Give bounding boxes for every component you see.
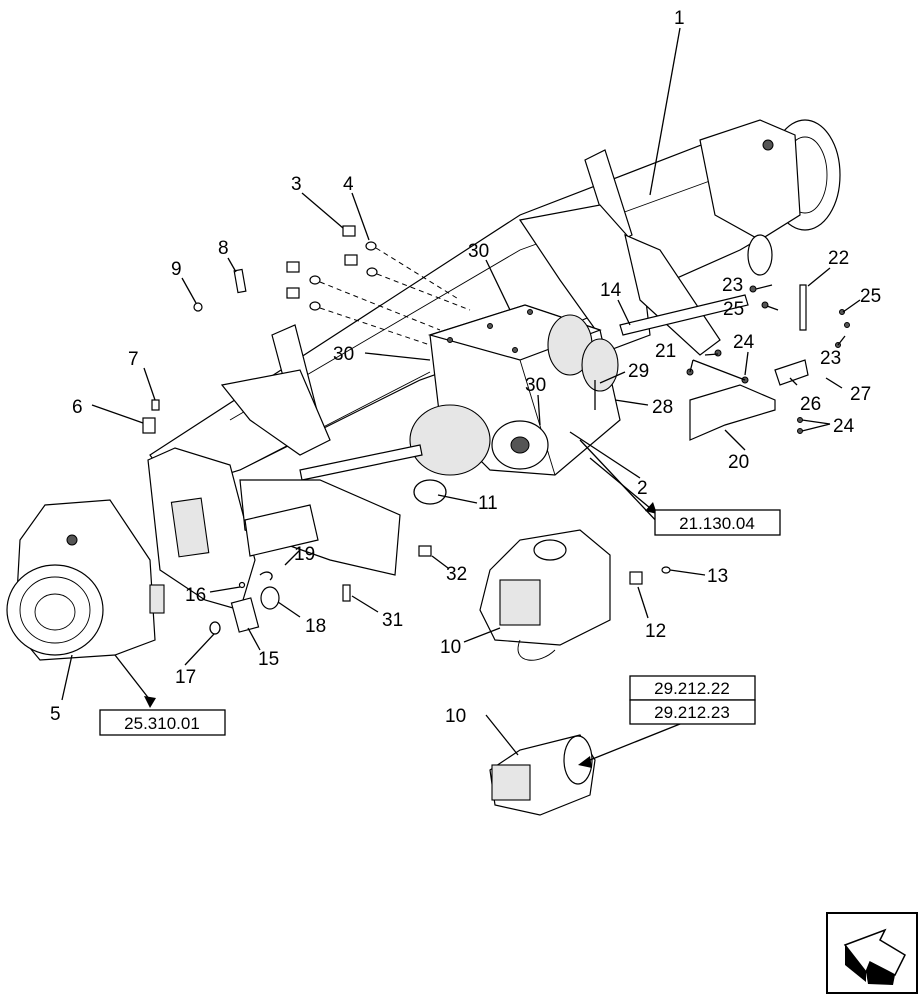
ref-label: 21.130.04 <box>679 514 755 533</box>
callout-14: 14 <box>600 280 622 301</box>
callout-12: 12 <box>645 621 666 642</box>
callout-29: 29 <box>628 361 649 382</box>
left-mounting-plate <box>147 447 401 611</box>
callout-10-upper: 10 <box>440 637 461 658</box>
callout-16: 16 <box>185 585 206 606</box>
callout-31: 31 <box>382 610 403 631</box>
callout-26: 26 <box>800 394 821 415</box>
transmission-gearbox <box>299 304 621 481</box>
callout-2: 2 <box>637 478 648 499</box>
callout-30-mid: 30 <box>525 375 546 396</box>
ref-box-29-212-22[interactable]: 29.212.22 <box>629 675 756 701</box>
callout-24-lower: 24 <box>833 416 855 437</box>
callout-9: 9 <box>171 259 182 280</box>
ref-label: 25.310.01 <box>124 714 200 733</box>
ref-box-29-212-23[interactable]: 29.212.23 <box>629 699 756 725</box>
callout-25-upper: 25 <box>723 299 744 320</box>
callout-30-left: 30 <box>333 344 354 365</box>
callout-17: 17 <box>175 667 196 688</box>
callout-11: 11 <box>478 493 498 514</box>
callout-5: 5 <box>50 704 61 725</box>
callout-7: 7 <box>128 349 139 370</box>
callout-23-lower: 23 <box>820 348 841 369</box>
callout-8: 8 <box>218 238 229 259</box>
hydraulic-motor-upper <box>479 529 611 661</box>
callout-4: 4 <box>343 174 354 195</box>
callout-22: 22 <box>828 248 849 269</box>
callout-3: 3 <box>291 174 302 195</box>
callout-6: 6 <box>72 397 83 418</box>
ref-box-25-310-01[interactable]: 25.310.01 <box>99 709 226 736</box>
final-drive-hub <box>6 499 165 661</box>
callout-25-lower: 25 <box>860 286 881 307</box>
ref-box-21-130-04[interactable]: 21.130.04 <box>654 509 781 536</box>
hydraulic-motor-lower <box>489 734 596 816</box>
callout-13: 13 <box>707 566 728 587</box>
callout-30-top: 30 <box>468 241 489 262</box>
callout-1: 1 <box>674 8 685 29</box>
callout-19: 19 <box>294 544 315 565</box>
ref-label: 29.212.23 <box>654 703 730 722</box>
callout-28: 28 <box>652 397 673 418</box>
callout-20: 20 <box>728 452 749 473</box>
ref-label: 29.212.22 <box>654 679 730 698</box>
callout-27: 27 <box>850 384 871 405</box>
callout-numbers: 1 2 3 4 5 6 7 8 9 10 10 11 12 13 14 15 1… <box>50 8 881 727</box>
callout-24-upper: 24 <box>733 332 755 353</box>
callout-23-upper: 23 <box>722 275 743 296</box>
callout-21: 21 <box>655 341 676 362</box>
callout-15: 15 <box>258 649 279 670</box>
callout-32: 32 <box>446 564 467 585</box>
axle-housing <box>149 119 841 491</box>
leader-lines <box>61 27 861 768</box>
next-page-arrow-icon[interactable] <box>826 912 918 994</box>
callout-10-lower: 10 <box>445 706 466 727</box>
callout-18: 18 <box>305 616 326 637</box>
